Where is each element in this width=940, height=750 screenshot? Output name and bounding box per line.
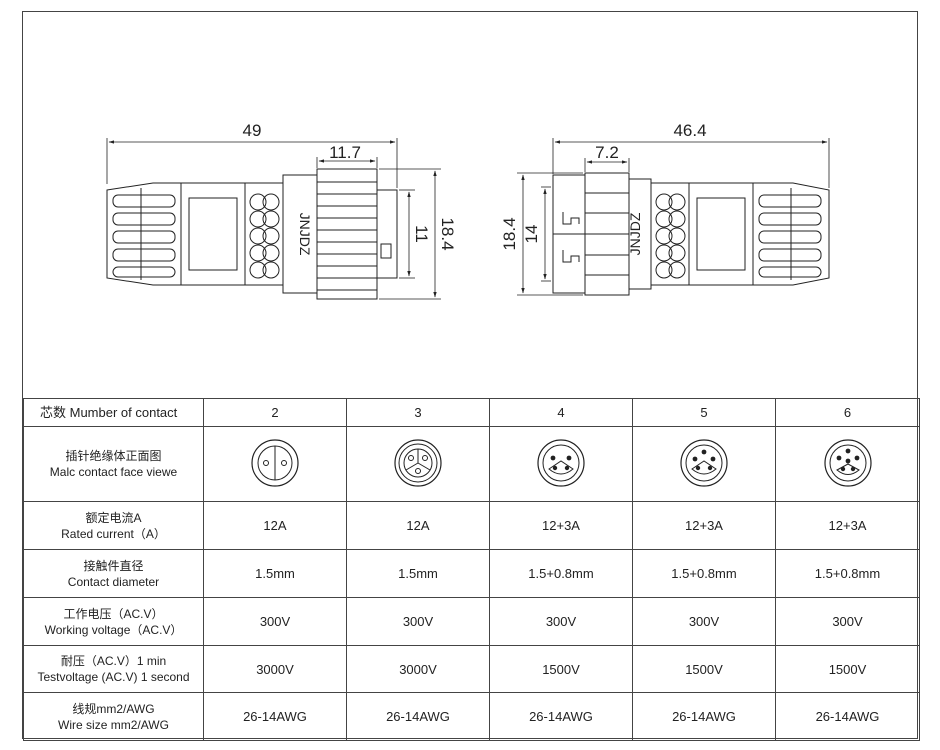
wire-size-cell: 26-14AWG xyxy=(775,692,920,741)
right-gland-ribs xyxy=(758,188,822,280)
contact-count: 3 xyxy=(346,398,490,427)
table-row: 耐压（AC.V）1 min Testvoltage (AC.V) 1 secon… xyxy=(23,645,920,693)
contact-diameter-cell: 1.5mm xyxy=(203,549,347,598)
face-view-6pin-icon xyxy=(823,438,872,487)
rated-current-cell: 12A xyxy=(346,501,490,550)
rated-current-cell: 12+3A xyxy=(489,501,633,550)
wire-size-cell: 26-14AWG xyxy=(346,692,490,741)
left-grip-circles xyxy=(249,193,280,279)
face-view-4pin-icon xyxy=(537,438,585,487)
contact-diameter-cell: 1.5+0.8mm xyxy=(489,549,633,598)
contact-count: 4 xyxy=(489,398,633,427)
row-label: 插针绝缘体正面图 Malc contact face viewe xyxy=(23,426,204,502)
working-voltage-cell: 300V xyxy=(203,597,347,646)
row-label-cn: 额定电流A xyxy=(85,510,142,525)
contact-count: 5 xyxy=(632,398,776,427)
left-connector xyxy=(106,168,398,300)
working-voltage-cell: 300V xyxy=(632,597,776,646)
face-view-2pin-icon xyxy=(251,438,299,487)
left-body-length: 11.7 xyxy=(329,143,361,162)
face-view-cell xyxy=(775,426,920,502)
wire-size-cell: 26-14AWG xyxy=(203,692,347,741)
right-small-diameter: 14 xyxy=(522,225,541,244)
face-view-cell xyxy=(203,426,347,502)
connector-drawing: JNJDZ 49 11.7 11 18.4 xyxy=(106,121,830,300)
contact-diameter-cell: 1.5mm xyxy=(346,549,490,598)
row-label: 额定电流A Rated current（A） xyxy=(23,501,204,550)
left-small-diameter: 11 xyxy=(412,225,431,243)
table-row: 线规mm2/AWG Wire size mm2/AWG 26-14AWG 26-… xyxy=(23,692,920,741)
face-view-cell xyxy=(632,426,776,502)
contact-count: 6 xyxy=(775,398,920,427)
right-ring-lines xyxy=(585,192,629,276)
test-voltage-cell: 1500V xyxy=(775,645,920,693)
contact-diameter-cell: 1.5+0.8mm xyxy=(632,549,776,598)
row-label-cn: 线规mm2/AWG xyxy=(72,701,155,716)
table-row: 接触件直径 Contact diameter 1.5mm 1.5mm 1.5+0… xyxy=(23,549,920,598)
face-view-5pin-icon xyxy=(680,438,728,487)
table-row: 工作电压（AC.V） Working voltage（AC.V） 300V 30… xyxy=(23,597,920,646)
table-row: 芯数 Mumber of contact 2 3 4 5 6 xyxy=(23,398,920,427)
row-label-en: Working voltage（AC.V） xyxy=(44,622,183,637)
test-voltage-cell: 1500V xyxy=(632,645,776,693)
left-large-diameter: 18.4 xyxy=(438,217,457,250)
rated-current-cell: 12+3A xyxy=(632,501,776,550)
rated-current-cell: 12+3A xyxy=(775,501,920,550)
row-label-en: Wire size mm2/AWG xyxy=(58,717,169,732)
spec-sheet: JNJDZ 49 11.7 11 18.4 xyxy=(22,11,920,741)
row-label: 线规mm2/AWG Wire size mm2/AWG xyxy=(23,692,204,741)
row-label: 工作电压（AC.V） Working voltage（AC.V） xyxy=(23,597,204,646)
working-voltage-cell: 300V xyxy=(489,597,633,646)
left-gland-ribs xyxy=(112,188,176,280)
contact-diameter-cell: 1.5+0.8mm xyxy=(775,549,920,598)
face-view-cell xyxy=(489,426,633,502)
left-overall-length: 49 xyxy=(243,121,262,140)
header-label: 芯数 Mumber of contact xyxy=(23,398,204,427)
right-connector xyxy=(552,172,830,296)
left-knurl-lines xyxy=(317,181,377,291)
right-body-length: 7.2 xyxy=(595,143,619,162)
working-voltage-cell: 300V xyxy=(775,597,920,646)
row-label-en: Testvoltage (AC.V) 1 second xyxy=(37,670,190,684)
rated-current-cell: 12A xyxy=(203,501,347,550)
row-label-cn: 工作电压（AC.V） xyxy=(63,606,164,621)
working-voltage-cell: 300V xyxy=(346,597,490,646)
face-view-cell xyxy=(346,426,490,502)
left-dimensions xyxy=(106,138,441,300)
face-view-3pin-icon xyxy=(394,438,442,487)
right-grip-circles xyxy=(655,193,686,279)
row-label-cn: 耐压（AC.V）1 min xyxy=(60,654,167,668)
row-label-cn: 插针绝缘体正面图 xyxy=(65,449,162,463)
row-label-en: Malc contact face viewe xyxy=(49,465,178,479)
right-dimensions xyxy=(517,138,830,296)
row-label-en: Rated current（A） xyxy=(61,526,166,541)
row-label: 耐压（AC.V）1 min Testvoltage (AC.V) 1 secon… xyxy=(23,645,204,693)
right-brand-mark: JNJDZ xyxy=(627,212,643,255)
spec-table: 芯数 Mumber of contact 2 3 4 5 6 插针绝缘体正面图 … xyxy=(23,398,920,741)
test-voltage-cell: 3000V xyxy=(203,645,347,693)
contact-count: 2 xyxy=(203,398,347,427)
table-row: 额定电流A Rated current（A） 12A 12A 12+3A 12+… xyxy=(23,501,920,550)
wire-size-cell: 26-14AWG xyxy=(489,692,633,741)
table-row: 插针绝缘体正面图 Malc contact face viewe xyxy=(23,426,920,502)
row-label-en: Contact diameter xyxy=(67,574,160,589)
test-voltage-cell: 1500V xyxy=(489,645,633,693)
row-label: 接触件直径 Contact diameter xyxy=(23,549,204,598)
test-voltage-cell: 3000V xyxy=(346,645,490,693)
right-large-diameter: 18.4 xyxy=(500,217,519,250)
row-label-cn: 接触件直径 xyxy=(83,558,144,573)
right-overall-length: 46.4 xyxy=(673,121,706,140)
wire-size-cell: 26-14AWG xyxy=(632,692,776,741)
left-brand-mark: JNJDZ xyxy=(297,213,313,256)
